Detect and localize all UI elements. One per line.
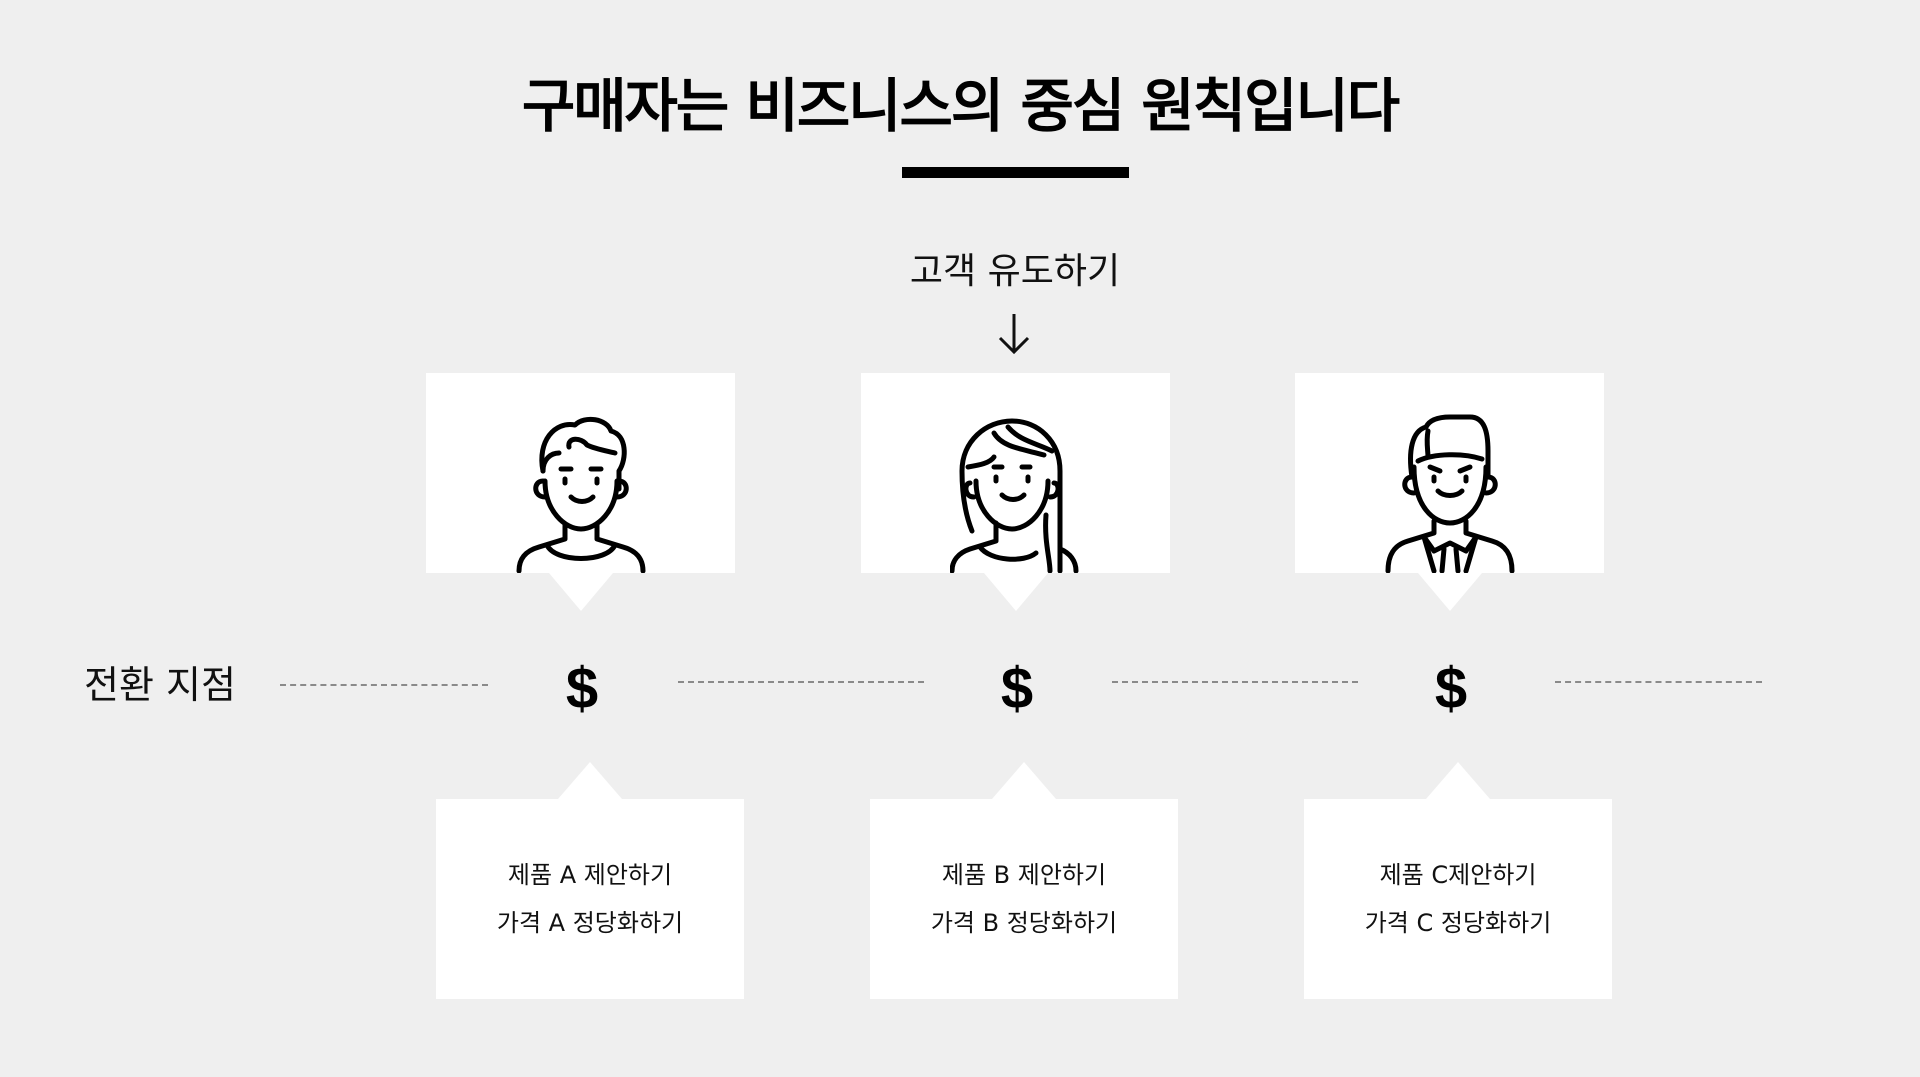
offer-price-text: 가격 B 정당화하기 — [930, 909, 1118, 937]
dollar-icon: $ — [1000, 656, 1034, 721]
persona-card-b — [861, 373, 1170, 611]
dollar-icon: $ — [565, 656, 599, 721]
offer-price-text: 가격 A 정당화하기 — [496, 909, 684, 937]
entry-label: 고객 유도하기 — [909, 251, 1121, 292]
title-underline — [902, 167, 1129, 178]
persona-card-pointer — [548, 573, 613, 611]
dashed-connector — [280, 684, 488, 686]
offer-product-text: 제품 A 제안하기 — [507, 861, 673, 889]
arrow-down-icon — [998, 314, 1030, 355]
woman-long-hair-avatar-icon — [949, 418, 1078, 573]
dashed-connector — [1112, 681, 1358, 683]
offer-card-pointer — [558, 762, 622, 799]
persona-card-c — [1295, 373, 1604, 611]
dashed-connector — [1555, 681, 1762, 683]
dollar-icon: $ — [1434, 656, 1468, 721]
young-man-avatar-icon — [516, 416, 645, 573]
offer-card-pointer — [1426, 762, 1490, 799]
offer-product-text: 제품 C제안하기 — [1379, 861, 1537, 889]
offer-card-b: 제품 B 제안하기 가격 B 정당화하기 — [870, 762, 1178, 999]
offer-price-text: 가격 C 정당화하기 — [1364, 909, 1552, 937]
offer-product-text: 제품 B 제안하기 — [941, 861, 1107, 889]
page-title: 구매자는 비즈니스의 중심 원칙입니다 — [521, 72, 1400, 140]
persona-card-pointer — [983, 573, 1048, 611]
persona-card-pointer — [1417, 573, 1482, 611]
offer-card-pointer — [992, 762, 1056, 799]
dashed-connector — [678, 681, 924, 683]
conversion-point-label: 전환 지점 — [84, 663, 236, 707]
persona-card-a — [426, 373, 735, 611]
businessman-suit-avatar-icon — [1385, 414, 1514, 573]
offer-card-c: 제품 C제안하기 가격 C 정당화하기 — [1304, 762, 1612, 999]
offer-card-a: 제품 A 제안하기 가격 A 정당화하기 — [436, 762, 744, 999]
